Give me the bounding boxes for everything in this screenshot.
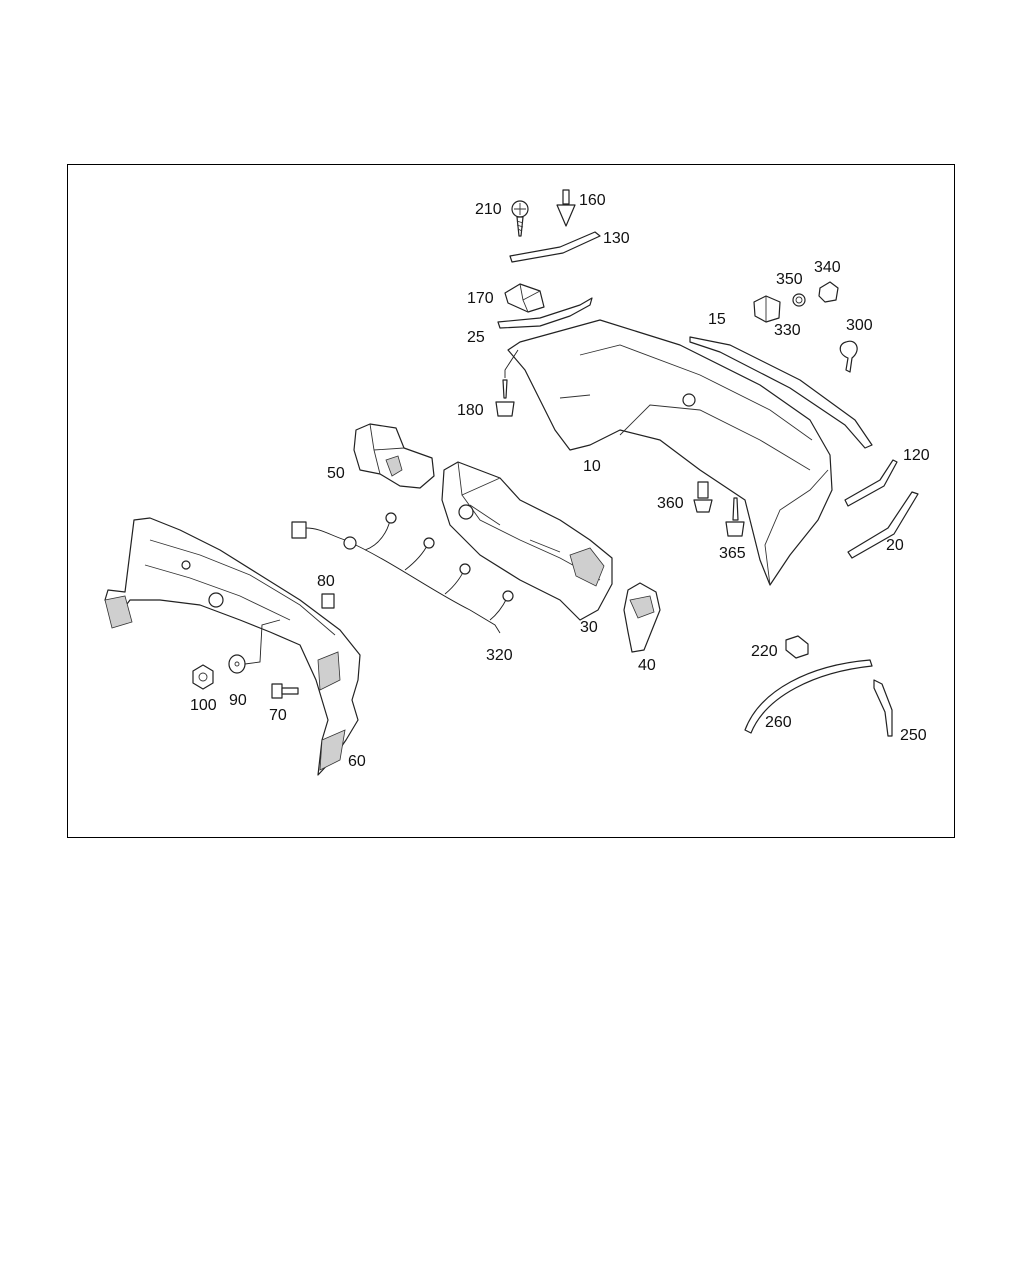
part-360-pin: [693, 481, 713, 513]
label-90: 90: [229, 692, 247, 709]
part-50-bracket: [353, 423, 435, 489]
part-250-strip: [873, 679, 893, 737]
part-40-bracket: [623, 582, 661, 653]
label-350: 350: [776, 271, 803, 288]
part-350-ring: [792, 293, 806, 307]
part-170-bracket: [504, 283, 545, 313]
label-120: 120: [903, 447, 930, 464]
label-10: 10: [583, 458, 601, 475]
label-170: 170: [467, 290, 494, 307]
label-80: 80: [317, 573, 335, 590]
callout-labels: 210 160 130 170 25 15 350 340 330 300 18…: [190, 192, 930, 770]
label-60: 60: [348, 753, 366, 770]
label-20: 20: [886, 537, 904, 554]
label-220: 220: [751, 643, 778, 660]
part-220-clip: [785, 635, 809, 659]
label-25: 25: [467, 329, 485, 346]
part-120-strip: [844, 459, 898, 507]
part-30-absorber: [441, 461, 613, 621]
part-15-strip: [689, 336, 873, 449]
part-130-strip: [509, 231, 601, 263]
label-50: 50: [327, 465, 345, 482]
part-180-screw: [495, 349, 519, 417]
label-320: 320: [486, 647, 513, 664]
label-160: 160: [579, 192, 606, 209]
label-210: 210: [475, 201, 502, 218]
part-20-strip: [847, 491, 919, 559]
part-300-hook: [839, 340, 858, 373]
label-360: 360: [657, 495, 684, 512]
part-70-bolt: [271, 683, 299, 699]
label-300: 300: [846, 317, 873, 334]
part-330-clip: [753, 295, 781, 323]
part-260-arch-strip: [744, 659, 873, 734]
label-330: 330: [774, 322, 801, 339]
label-30: 30: [580, 619, 598, 636]
label-365: 365: [719, 545, 746, 562]
part-160-clip: [556, 189, 576, 227]
part-25-strip: [497, 297, 593, 329]
label-100: 100: [190, 697, 217, 714]
part-100-nut: [192, 664, 214, 690]
label-15: 15: [708, 311, 726, 328]
label-40: 40: [638, 657, 656, 674]
part-90-washer: [228, 619, 281, 674]
label-70: 70: [269, 707, 287, 724]
label-130: 130: [603, 230, 630, 247]
label-180: 180: [457, 402, 484, 419]
part-320-wiring-harness: [291, 512, 514, 634]
part-365-screw: [725, 497, 745, 537]
label-250: 250: [900, 727, 927, 744]
part-60-carrier: [104, 517, 361, 776]
part-80-clip: [321, 593, 335, 609]
part-340-clip: [818, 281, 839, 303]
part-210-screw: [511, 200, 529, 237]
part-10-bumper-cover: [507, 319, 833, 586]
label-260: 260: [765, 714, 792, 731]
label-340: 340: [814, 259, 841, 276]
